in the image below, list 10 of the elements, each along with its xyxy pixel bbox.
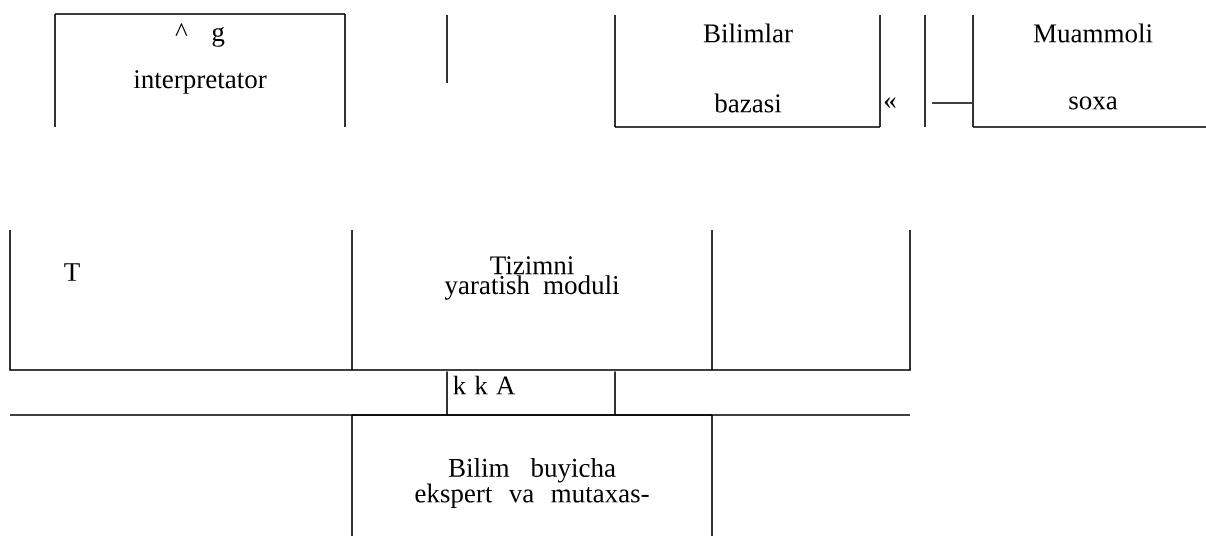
label-text: « (884, 97, 896, 108)
text-box: Tizimni yaratish moduli (351, 229, 713, 371)
text-box: Bilim buyicha ekspert va mutaxas- (351, 414, 713, 536)
text-box: Bilimlar bazasi (614, 14, 881, 128)
text-box: ^ g interpretator (54, 13, 346, 128)
connector-line (614, 370, 616, 416)
text-box: Muammoli soxa (972, 14, 1206, 128)
label-text: T (64, 263, 80, 281)
label-text: k k A (453, 375, 516, 395)
connector-line (446, 370, 448, 416)
